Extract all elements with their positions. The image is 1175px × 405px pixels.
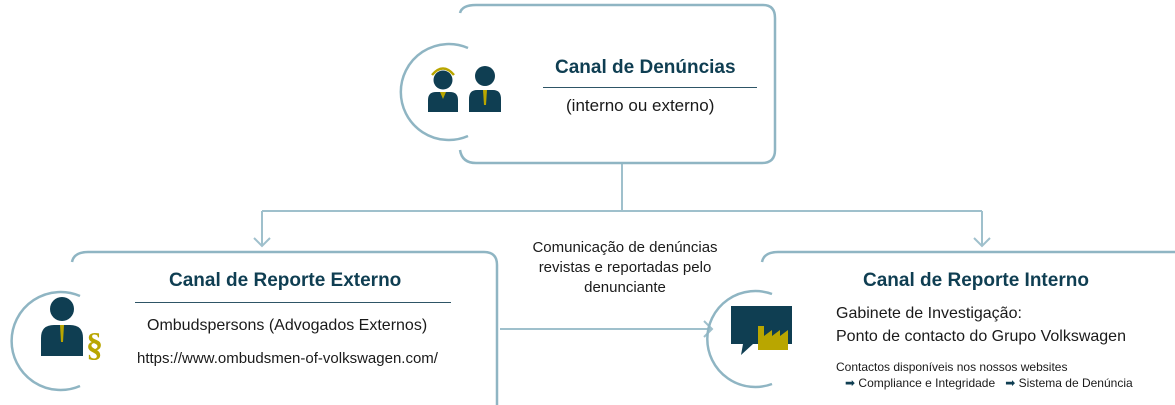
top-box-border bbox=[458, 3, 777, 165]
right-box-border bbox=[760, 250, 1175, 263]
right-box-note: Contactos disponíveis nos nossos website… bbox=[836, 360, 1068, 374]
lawyer-paragraph-icon: § bbox=[41, 297, 103, 364]
left-box-line1: Ombudspersons (Advogados Externos) bbox=[147, 317, 428, 334]
right-box bbox=[706, 250, 1175, 389]
two-people-icon bbox=[428, 66, 501, 112]
left-box: § bbox=[10, 250, 499, 405]
arrowhead-left-drop bbox=[253, 237, 271, 248]
left-box-title: Canal de Reporte Externo bbox=[169, 270, 402, 291]
top-box-subtitle: (interno ou externo) bbox=[566, 96, 715, 115]
compliance-integridade-link[interactable]: Compliance e Integridade bbox=[858, 376, 996, 390]
factory-chat-icon bbox=[731, 306, 792, 355]
top-icon-arc bbox=[399, 42, 469, 142]
center-note-line2: revistas e reportadas pelo bbox=[538, 259, 712, 276]
arrowhead-right-drop bbox=[973, 237, 991, 248]
right-box-title: Canal de Reporte Interno bbox=[863, 270, 1089, 291]
top-box-separator bbox=[543, 87, 757, 88]
center-note-line3: denunciante bbox=[584, 279, 666, 296]
left-box-url-link[interactable]: https://www.ombudsmen-of-volkswagen.com/ bbox=[137, 350, 438, 367]
right-box-line2: Ponto de contacto do Grupo Volkswagen bbox=[836, 328, 1126, 345]
right-icon-arc bbox=[706, 289, 773, 389]
svg-text:§: § bbox=[86, 327, 103, 364]
right-box-line1: Gabinete de Investigação: bbox=[836, 305, 1022, 322]
top-box bbox=[399, 3, 777, 165]
arrow-right-icon: ➡ bbox=[845, 376, 856, 390]
top-box-title: Canal de Denúncias bbox=[555, 57, 736, 78]
center-note-line1: Comunicação de denúncias bbox=[532, 239, 718, 256]
sistema-denuncia-link[interactable]: Sistema de Denúncia bbox=[1018, 376, 1133, 390]
arrow-right-icon: ➡ bbox=[1005, 376, 1016, 390]
left-box-separator bbox=[135, 302, 451, 303]
right-box-links: ➡ Compliance e Integridade ➡ Sistema de … bbox=[845, 376, 1133, 390]
connectors bbox=[253, 164, 991, 338]
left-box-border bbox=[70, 250, 499, 405]
center-note: Comunicação de denúncias revistas e repo… bbox=[505, 238, 745, 298]
left-icon-arc bbox=[10, 290, 81, 392]
